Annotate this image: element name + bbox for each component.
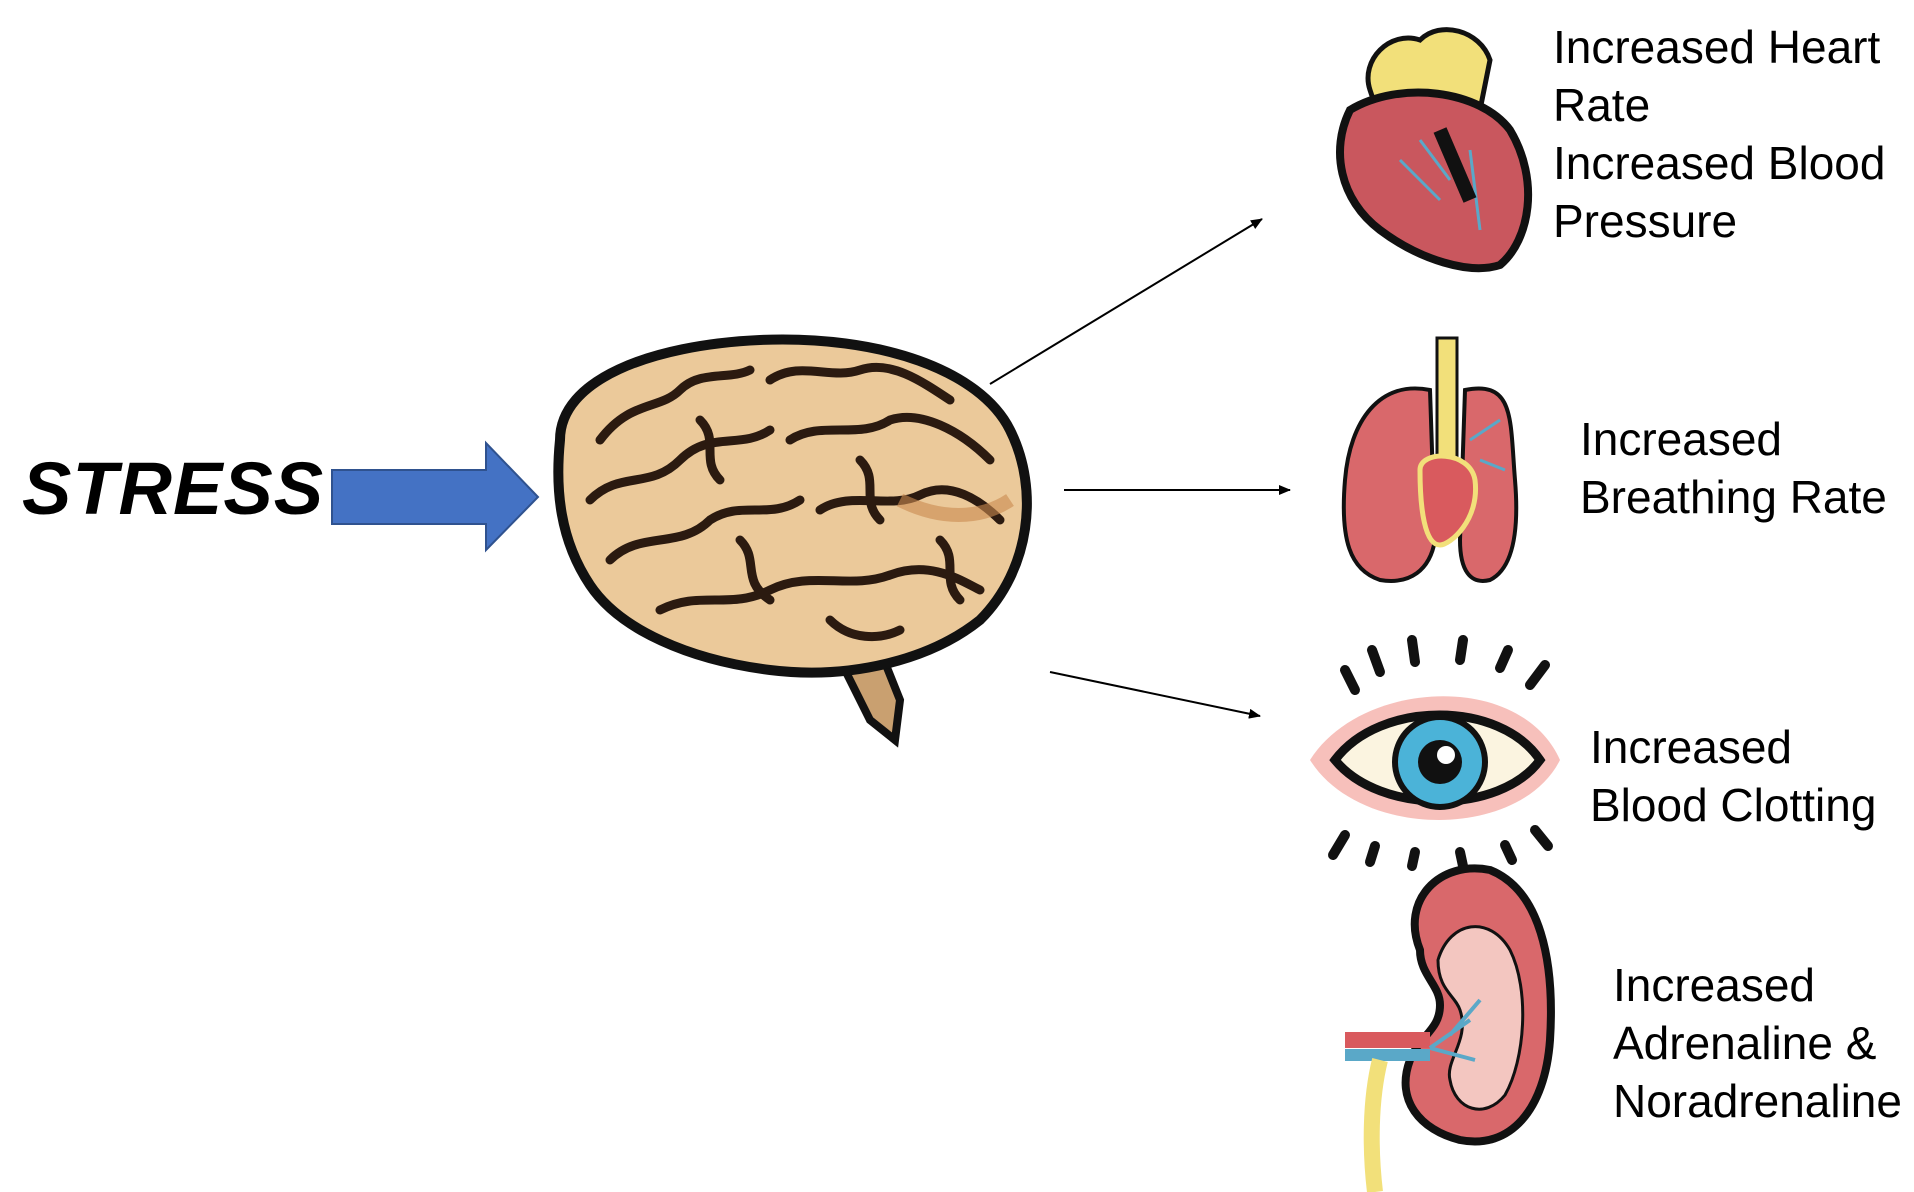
brain-icon [558,340,1027,740]
effect-eye-line: Blood Clotting [1590,776,1876,834]
effect-kidney-line: Increased [1613,956,1902,1014]
effect-heart-line: Increased Blood [1553,134,1885,192]
lungs-icon [1344,338,1517,581]
eye-icon [1310,640,1560,866]
effect-heart-line: Pressure [1553,192,1885,250]
arrow-to-heart [990,219,1262,384]
effect-kidney-line: Adrenaline & [1613,1014,1902,1072]
arrow-to-eye [1050,672,1260,716]
effect-heart: Increased Heart Rate Increased Blood Pre… [1553,18,1885,250]
heart-icon [1340,30,1528,268]
effect-eye-line: Increased [1590,718,1876,776]
kidney-icon [1345,868,1551,1192]
effect-heart-line: Increased Heart [1553,18,1885,76]
effect-heart-line: Rate [1553,76,1885,134]
effect-kidney: Increased Adrenaline & Noradrenaline [1613,956,1902,1130]
effect-lungs-line: Breathing Rate [1580,468,1887,526]
effect-lungs-line: Increased [1580,410,1887,468]
effect-eye: Increased Blood Clotting [1590,718,1876,834]
stress-arrow [332,443,538,550]
effect-lungs: Increased Breathing Rate [1580,410,1887,526]
effect-kidney-line: Noradrenaline [1613,1072,1902,1130]
